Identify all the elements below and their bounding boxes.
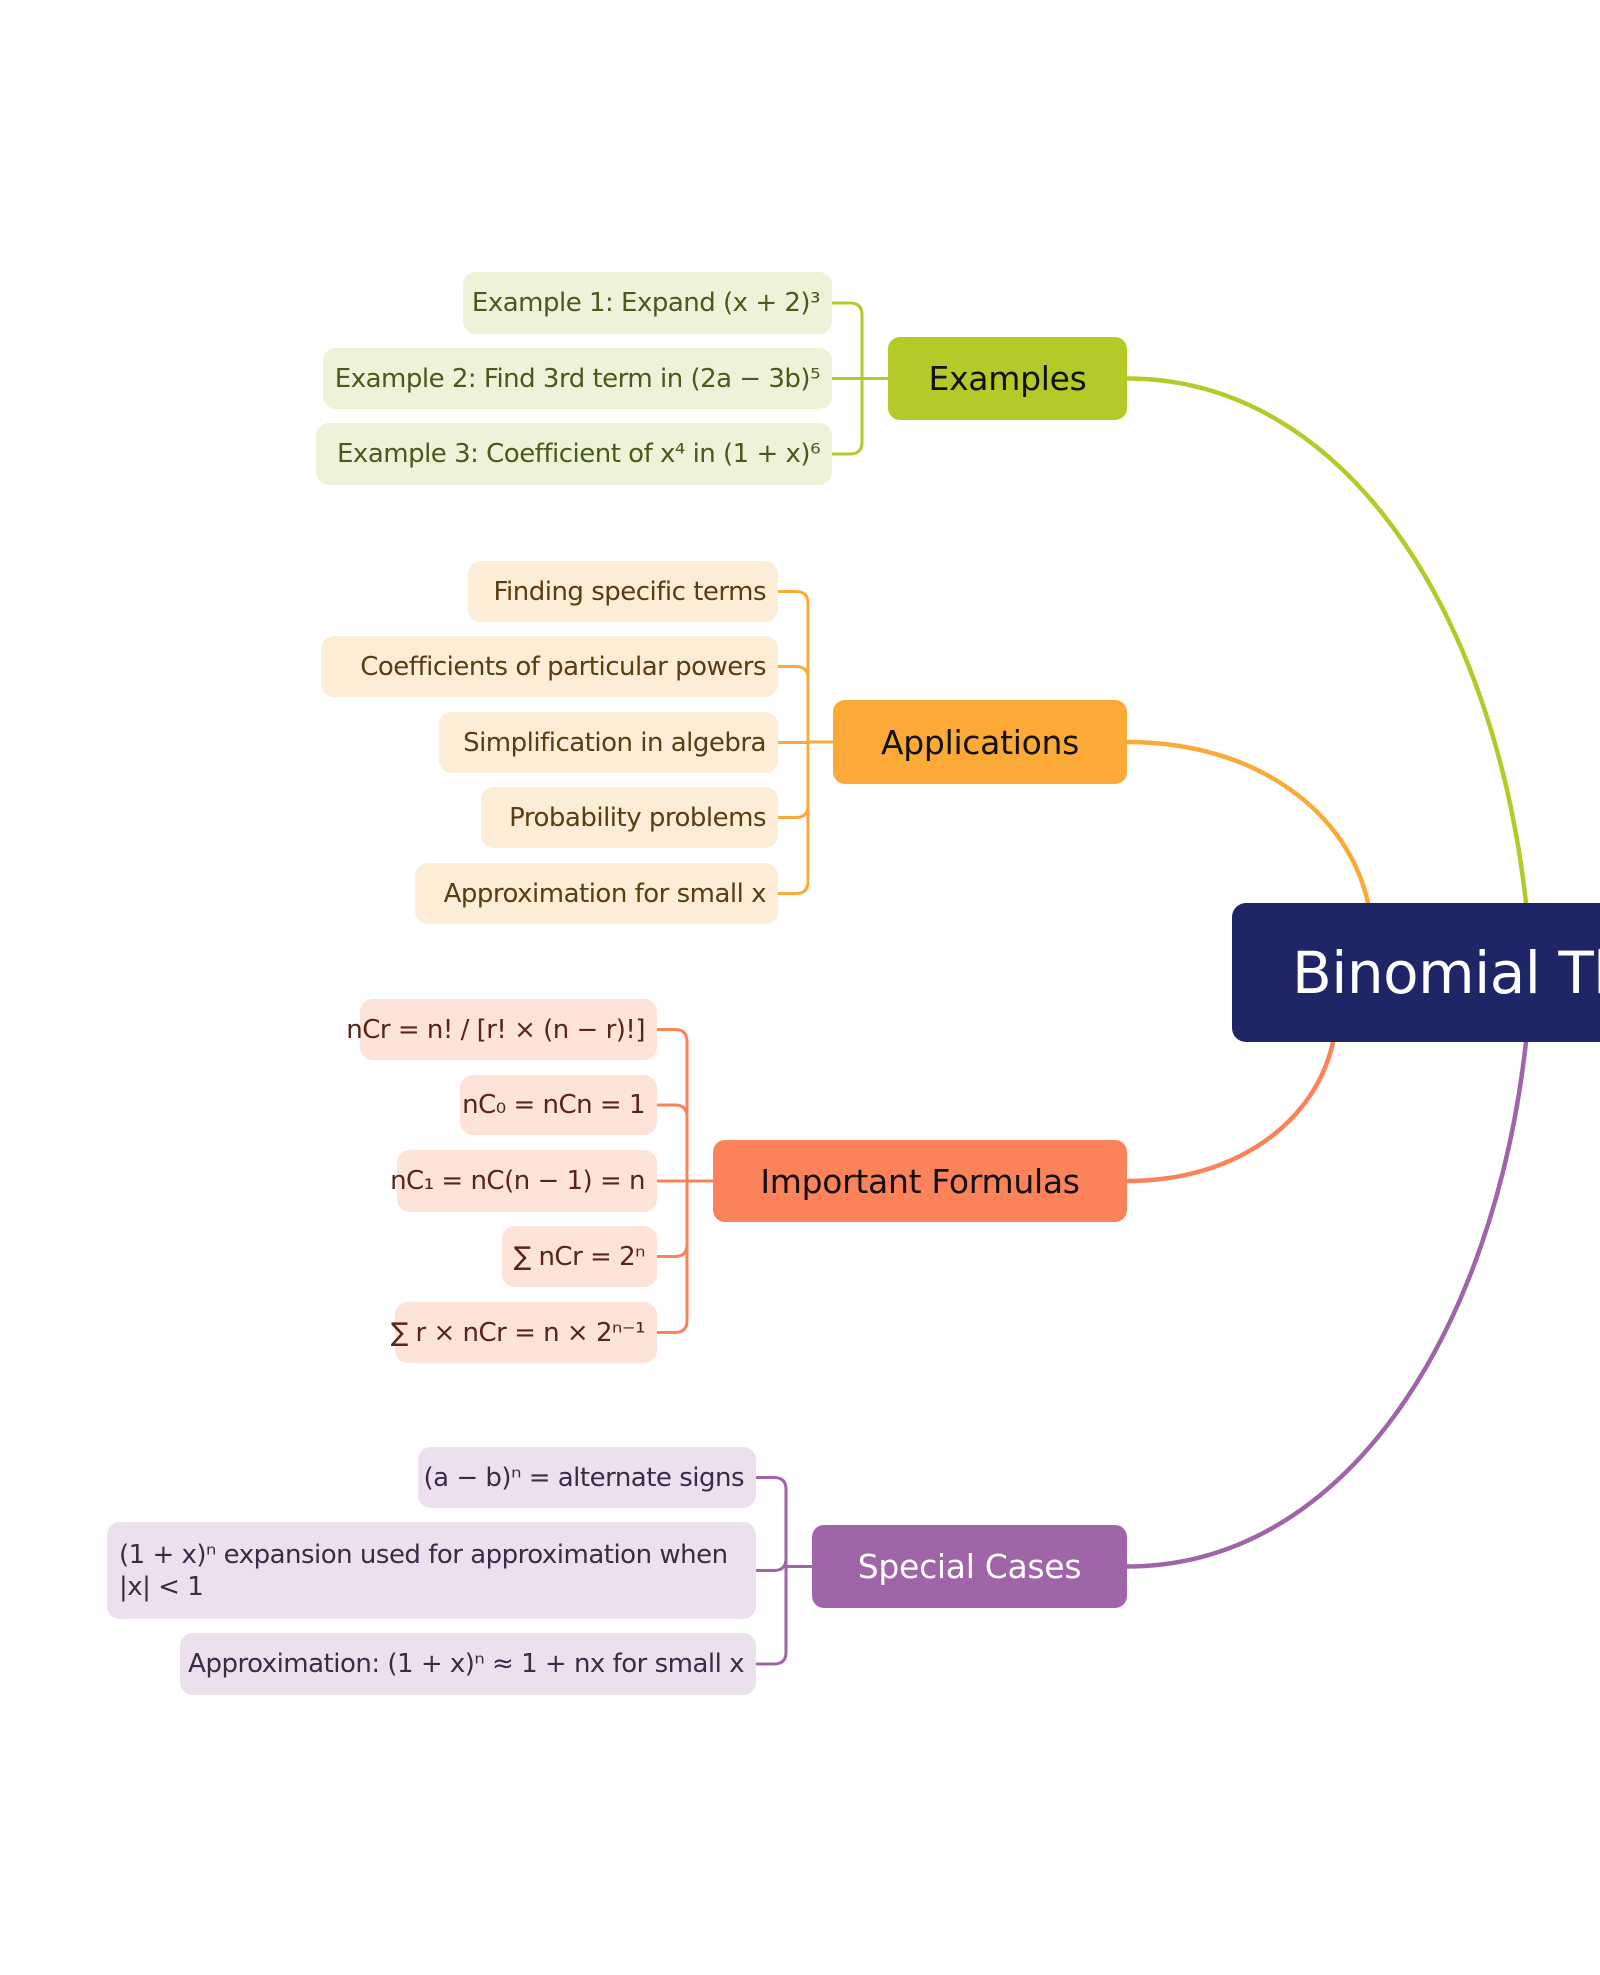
branch-label-applications: Applications [881,722,1079,762]
leaf-text: Approximation for small x [443,878,767,909]
connector-leaf-examples-1 [830,301,864,380]
leaf-examples-1[interactable]: Example 1: Expand (x + 2)³ [463,272,832,334]
leaf-applications-2[interactable]: Coefficients of particular powers [321,636,778,697]
branch-node-important-formulas[interactable]: Important Formulas [713,1140,1127,1222]
branch-node-special-cases[interactable]: Special Cases [812,1525,1127,1608]
branch-label-special-cases: Special Cases [857,1547,1082,1586]
connector-leaf-important-formulas-4 [655,1179,689,1258]
connector-leaf-important-formulas-2 [655,1103,689,1183]
leaf-text: (a − b)ⁿ = alternate signs [423,1462,745,1493]
leaf-special-2[interactable]: (1 + x)ⁿ expansion used for approximatio… [107,1522,756,1619]
leaf-examples-2[interactable]: Example 2: Find 3rd term in (2a − 3b)⁵ [323,348,832,409]
leaf-formula-4[interactable]: ∑ nCr = 2ⁿ [502,1226,657,1287]
connector-leaf-important-formulas-5 [655,1179,689,1334]
connector-root-to-applications [1124,739,1371,906]
leaf-examples-3[interactable]: Example 3: Coefficient of x⁴ in (1 + x)⁶ [316,423,832,485]
leaf-formula-1[interactable]: nCr = n! / [r! × (n − r)!] [346,999,657,1060]
leaf-text: Simplification in algebra [463,727,766,758]
leaf-applications-3[interactable]: Simplification in algebra [439,712,778,773]
connector-leaf-applications-1 [776,590,810,744]
leaf-applications-4[interactable]: Probability problems [481,787,778,848]
leaf-text: Example 3: Coefficient of x⁴ in (1 + x)⁶ [337,439,821,469]
branch-node-applications[interactable]: Applications [833,700,1127,784]
root-node-binomial-theorem[interactable]: Binomial Theorem [1232,903,1600,1042]
leaf-formula-5[interactable]: ∑ r × nCr = n × 2ⁿ⁻¹ [391,1302,657,1363]
branch-label-examples: Examples [928,359,1087,398]
leaf-special-1[interactable]: (a − b)ⁿ = alternate signs [418,1447,756,1508]
leaf-formula-2[interactable]: nC₀ = nCn = 1 [460,1075,657,1135]
connector-leaf-examples-3 [830,377,864,456]
leaf-text: Example 1: Expand (x + 2)³ [471,288,821,318]
leaf-text: Probability problems [509,802,766,833]
leaf-text: Coefficients of particular powers [360,651,766,682]
leaf-text: Finding specific terms [493,576,766,607]
leaf-text: (1 + x)ⁿ expansion used for approximatio… [119,1539,728,1602]
connector-root-to-important-formulas [1124,1039,1336,1184]
leaf-formula-3[interactable]: nC₁ = nC(n − 1) = n [390,1150,657,1212]
connector-leaf-applications-5 [776,740,810,895]
leaf-special-3[interactable]: Approximation: (1 + x)ⁿ ≈ 1 + nx for sma… [180,1633,756,1695]
leaf-applications-5[interactable]: Approximation for small x [415,863,778,924]
connector-leaf-special-cases-1 [754,1476,788,1568]
connector-root-to-special-cases [1124,1039,1529,1569]
connector-leaf-special-cases-2 [754,1558,788,1572]
leaf-text: Example 2: Find 3rd term in (2a − 3b)⁵ [334,363,821,394]
leaf-applications-1[interactable]: Finding specific terms [468,561,778,622]
leaf-text: ∑ r × nCr = n × 2ⁿ⁻¹ [390,1317,646,1348]
connector-leaf-applications-4 [776,740,810,819]
leaf-text: Approximation: (1 + x)ⁿ ≈ 1 + nx for sma… [188,1649,744,1679]
leaf-text: nC₀ = nCn = 1 [462,1090,645,1120]
connector-leaf-applications-2 [776,665,810,744]
branch-label-important-formulas: Important Formulas [760,1161,1080,1201]
branch-node-examples[interactable]: Examples [888,337,1127,420]
connector-leaf-special-cases-3 [754,1565,788,1666]
root-label: Binomial Theorem [1292,938,1600,1007]
leaf-text: ∑ nCr = 2ⁿ [513,1241,646,1272]
connector-leaf-important-formulas-1 [655,1028,689,1183]
leaf-text: nC₁ = nC(n − 1) = n [390,1166,645,1196]
connector-root-to-examples [1124,376,1529,906]
leaf-text: nCr = n! / [r! × (n − r)!] [346,1014,645,1045]
